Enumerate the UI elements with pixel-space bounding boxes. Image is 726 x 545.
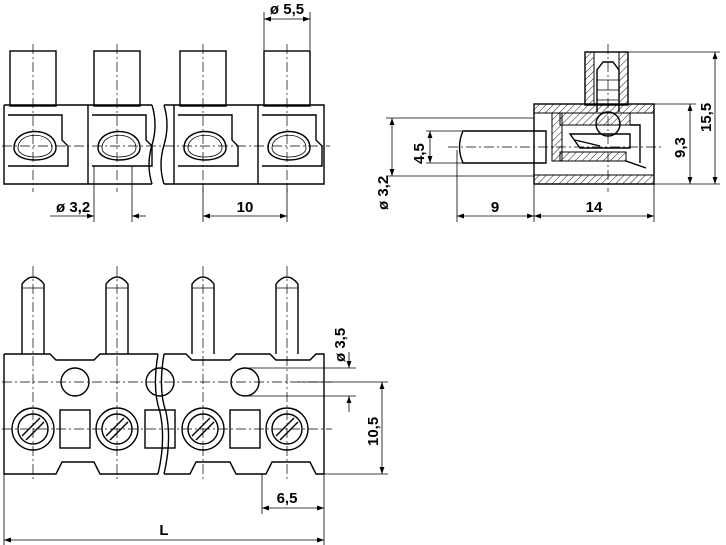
top-view: ø 5,5 ø 3,2 10 (2, 1, 330, 222)
clamp-pocket (92, 114, 153, 167)
dim-front-height: 10,5 (365, 417, 382, 446)
front-view: ø 3,5 10,5 6,5 L (2, 266, 388, 545)
dim-total-height: 15,5 (698, 103, 715, 132)
dim-screw-diameter: ø 3,2 (56, 199, 90, 216)
side-section-view: ø 3,2 4,5 9,3 15,5 9 14 (375, 44, 720, 222)
dim-edge-distance: 6,5 (277, 490, 298, 507)
dim-pitch: 10 (237, 199, 254, 216)
dim-body-length: 14 (586, 199, 603, 216)
dim-pin-height: 4,5 (411, 143, 428, 164)
dim-body-height: 9,3 (672, 137, 689, 158)
clamp-pocket (8, 114, 69, 167)
dim-total-length: L (159, 522, 168, 539)
clamp-pocket (178, 114, 239, 167)
dim-pin-diameter-top: ø 5,5 (270, 1, 304, 18)
dim-pin-length: 9 (491, 199, 499, 216)
clamp-pocket (262, 114, 323, 167)
dim-pin-diameter-side: ø 3,2 (375, 176, 392, 210)
dim-hole-diameter: ø 3,5 (332, 328, 349, 362)
